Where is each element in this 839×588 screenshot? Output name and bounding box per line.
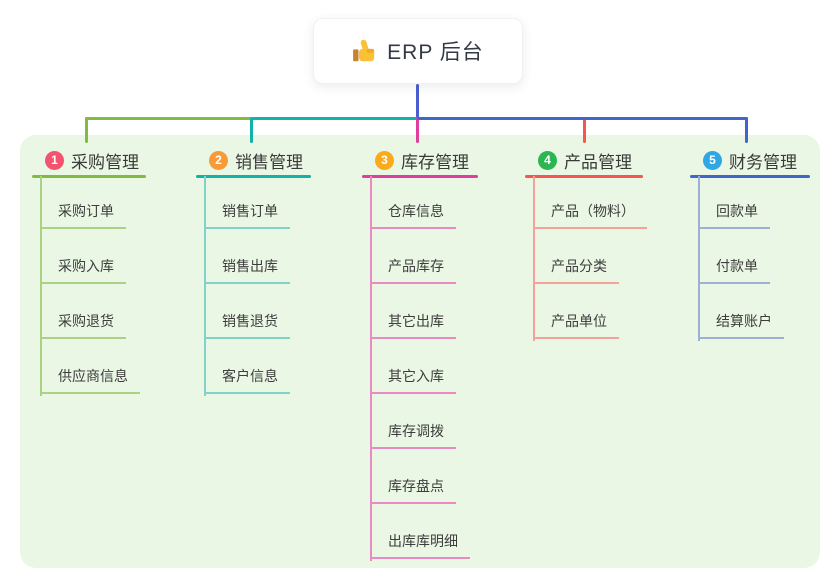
branch-topic[interactable]: 4 产品管理: [525, 145, 643, 175]
connector-bar-branch-2: [252, 117, 417, 120]
branch-4-child-2[interactable]: 产品分类: [533, 252, 619, 284]
child-label: 产品分类: [551, 258, 607, 274]
branch-topic[interactable]: 1 采购管理: [32, 145, 146, 175]
root-connector-line: [416, 84, 419, 120]
child-label: 产品（物料）: [551, 203, 635, 219]
root-title: ERP 后台: [387, 41, 484, 64]
connector-bar-branch-1: [85, 117, 252, 120]
branch-4: 4 产品管理 产品（物料） 产品分类 产品单位: [525, 145, 647, 341]
branch-underline: [196, 175, 311, 178]
connector-drop-branch-2: [250, 117, 253, 143]
branch-spine: [370, 176, 372, 561]
branch-number-badge: 4: [538, 150, 557, 170]
branch-spine: [533, 176, 535, 341]
branch-label: 产品管理: [564, 152, 632, 172]
branch-underline: [362, 175, 478, 178]
connector-drop-branch-4: [583, 117, 586, 143]
child-label: 回款单: [716, 203, 758, 219]
branch-5: 5 财务管理 回款单 付款单 结算账户: [690, 145, 810, 341]
branch-2-child-2[interactable]: 销售出库: [204, 252, 290, 284]
branch-5-child-3[interactable]: 结算账户: [698, 307, 784, 339]
branches-panel: [20, 135, 820, 568]
child-label: 产品单位: [551, 313, 607, 329]
branch-3-child-3[interactable]: 其它出库: [370, 307, 456, 339]
branch-number-badge: 3: [375, 150, 394, 170]
child-label: 采购退货: [58, 313, 114, 329]
root-node[interactable]: ERP 后台: [313, 18, 523, 84]
child-label: 仓库信息: [388, 203, 444, 219]
branch-4-child-1[interactable]: 产品（物料）: [533, 197, 647, 229]
branch-spine: [204, 176, 206, 396]
child-label: 客户信息: [222, 368, 278, 384]
child-label: 其它出库: [388, 313, 444, 329]
branch-1: 1 采购管理 采购订单 采购入库 采购退货 供应商信息: [32, 145, 146, 396]
child-label: 付款单: [716, 258, 758, 274]
child-label: 结算账户: [716, 313, 772, 329]
branch-spine: [40, 176, 42, 396]
child-label: 库存调拨: [388, 423, 444, 439]
child-label: 出库库明细: [388, 533, 458, 549]
branch-number-badge: 5: [703, 150, 722, 170]
connector-drop-branch-5: [745, 117, 748, 143]
child-label: 产品库存: [388, 258, 444, 274]
branch-underline: [525, 175, 643, 178]
branch-2-child-4[interactable]: 客户信息: [204, 362, 290, 394]
branch-3-child-6[interactable]: 库存盘点: [370, 472, 456, 504]
child-label: 采购入库: [58, 258, 114, 274]
branch-label: 采购管理: [71, 152, 139, 172]
branch-2-child-3[interactable]: 销售退货: [204, 307, 290, 339]
thumbs-up-icon: [352, 38, 378, 64]
child-label: 销售出库: [222, 258, 278, 274]
branch-1-child-1[interactable]: 采购订单: [40, 197, 126, 229]
child-label: 供应商信息: [58, 368, 128, 384]
branch-3-child-2[interactable]: 产品库存: [370, 252, 456, 284]
branch-3-child-7[interactable]: 出库库明细: [370, 527, 470, 559]
branch-3: 3 库存管理 仓库信息 产品库存 其它出库 其它入库 库存调拨 库存盘点 出库库…: [362, 145, 478, 561]
branch-5-child-1[interactable]: 回款单: [698, 197, 770, 229]
child-label: 销售订单: [222, 203, 278, 219]
connector-bar-branch-5: [417, 117, 748, 120]
connector-drop-branch-1: [85, 117, 88, 143]
branch-1-child-4[interactable]: 供应商信息: [40, 362, 140, 394]
branch-1-child-2[interactable]: 采购入库: [40, 252, 126, 284]
child-label: 其它入库: [388, 368, 444, 384]
branch-number-badge: 2: [209, 150, 228, 170]
branch-3-child-5[interactable]: 库存调拨: [370, 417, 456, 449]
branch-5-child-2[interactable]: 付款单: [698, 252, 770, 284]
branch-1-child-3[interactable]: 采购退货: [40, 307, 126, 339]
branch-topic[interactable]: 5 财务管理: [690, 145, 810, 175]
branch-3-child-1[interactable]: 仓库信息: [370, 197, 456, 229]
branch-topic[interactable]: 3 库存管理: [362, 145, 478, 175]
branch-2-child-1[interactable]: 销售订单: [204, 197, 290, 229]
branch-3-child-4[interactable]: 其它入库: [370, 362, 456, 394]
branch-number-badge: 1: [45, 150, 64, 170]
branch-2: 2 销售管理 销售订单 销售出库 销售退货 客户信息: [196, 145, 311, 396]
branch-underline: [32, 175, 146, 178]
child-label: 销售退货: [222, 313, 278, 329]
branch-topic[interactable]: 2 销售管理: [196, 145, 311, 175]
child-label: 库存盘点: [388, 478, 444, 494]
connector-drop-branch-3: [416, 117, 419, 143]
branch-label: 财务管理: [729, 152, 797, 172]
child-label: 采购订单: [58, 203, 114, 219]
branch-4-child-3[interactable]: 产品单位: [533, 307, 619, 339]
branch-label: 库存管理: [401, 152, 469, 172]
branch-underline: [690, 175, 810, 178]
branch-label: 销售管理: [235, 152, 303, 172]
branch-spine: [698, 176, 700, 341]
